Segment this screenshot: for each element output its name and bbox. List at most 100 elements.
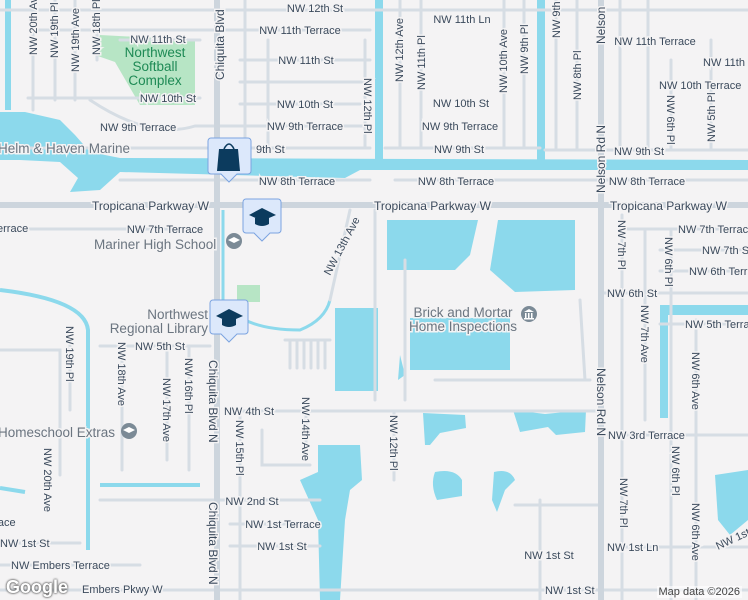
street-label: NW 5th Pl (706, 92, 718, 142)
library-marker[interactable] (209, 299, 249, 343)
school-icon[interactable] (226, 233, 242, 249)
google-logo[interactable]: Google (6, 577, 68, 597)
street-label: NW 11th Terrace (259, 25, 341, 37)
street-label: NW 20th Ave (41, 448, 53, 512)
street-label: NW 1st St (257, 541, 307, 553)
graduation-cap-icon (249, 208, 276, 226)
street-label: Chiquita Blvd N (206, 502, 220, 585)
street-label: NW 10th St (140, 93, 196, 105)
street-label: NW 8th Pl (572, 50, 584, 100)
street-label: NW 19th Ave (70, 8, 82, 72)
street-label: Chiquita Blvd (213, 9, 227, 80)
street-label: NW 10th St (433, 98, 489, 110)
poi-helm-haven-marine: Helm & Haven Marine (0, 141, 130, 156)
street-label: 9th St (256, 144, 285, 156)
field (237, 285, 260, 302)
bank-icon[interactable] (521, 306, 537, 322)
street-label: NW 12th St (287, 3, 343, 15)
street-label: NW 1st St (545, 585, 595, 597)
school-icon[interactable] (121, 423, 137, 439)
map-attribution[interactable]: Map data ©2026 (656, 586, 742, 598)
street-label: NW 11th St (278, 55, 333, 67)
street-label: NW 13th Ave (322, 215, 363, 277)
street-label: NW 20th Ave (28, 0, 40, 55)
street-label: NW 9th (551, 1, 563, 38)
street-label: Nelson Rd N (594, 125, 608, 193)
street-label: NW 14th Ave (299, 397, 311, 461)
street-label: Chiquita Blvd N (206, 360, 220, 443)
street-label: NW 11th Pl (416, 35, 428, 90)
street-label: NW 1st Ln (607, 542, 658, 554)
street-label: NW 16th Pl (182, 358, 194, 414)
street-label: NW 8th Terrace (609, 176, 685, 188)
street-label: Tropicana Parkway W (92, 199, 210, 213)
street-label: NW 17th Ave (160, 378, 172, 442)
street-label: Tropicana Parkway W (610, 199, 728, 213)
street-label: NW 10th St (277, 99, 333, 111)
street-label: NW 5th St (135, 341, 185, 353)
shopping-marker[interactable] (207, 137, 252, 183)
street-label: NW 6th Terrace (689, 266, 748, 278)
street-label: NW 9th Terrace (422, 121, 498, 133)
street-label: NW 2nd St (225, 496, 278, 508)
street-label: NW 7th Pl (615, 220, 627, 270)
street-label: NW 18th Pl (91, 0, 103, 55)
street-label: NW 15th Pl (233, 420, 245, 476)
street-label: NW 12th Pl (361, 78, 373, 134)
street-label: NW 1st St (0, 538, 50, 550)
street-label: NW 10th Ave (498, 29, 510, 93)
street-label: NW 6th Ave (689, 503, 701, 561)
street-label: NW 11th St (130, 34, 185, 46)
poi-homeschool-extras: Homeschool Extras (0, 425, 115, 440)
street-label: NW 7th Ave (638, 305, 650, 363)
street-label: NW 6th Pl (664, 95, 676, 145)
street-label: NW 6th Ave (689, 352, 701, 410)
graduation-cap-icon (216, 309, 243, 327)
street-label: NW 19th Pl (49, 2, 61, 58)
street-label: NW 8th Terrace (259, 176, 335, 188)
street-label: NW 11th Terrace (614, 36, 696, 48)
street-label: NW 9th St (434, 144, 484, 156)
street-label: NW 1st St (524, 550, 574, 562)
street-label: NW 8th Terrace (418, 176, 494, 188)
street-label: NW 7th Terrace (0, 223, 28, 235)
school-marker[interactable] (242, 198, 282, 242)
street-label: NW 11th St (703, 57, 748, 69)
street-label: NW 7th Terrace (678, 224, 748, 236)
street-label: NW 12th Ave (394, 18, 406, 82)
street-label: NW 1st Terrace (0, 517, 16, 529)
street-label: Nelson Rd N (594, 368, 608, 436)
street-label: NW 3rd Terrace (608, 430, 685, 442)
street-label: NW 9th St (614, 146, 664, 158)
shopping-bag-icon (217, 143, 240, 171)
street-label: NW 7th St (702, 245, 748, 257)
street-label: NW 6th Pl (669, 446, 681, 496)
street-label: NW 12th Pl (387, 415, 399, 471)
street-label: NW 6th Pl (662, 237, 674, 287)
street-label: NW 7th Terrace (127, 224, 203, 236)
street-label: NW 7th Pl (617, 478, 629, 528)
street-label: Embers Pkwy W (82, 584, 163, 596)
street-label: NW 1st Terrace (245, 519, 321, 531)
street-label: NW 10th Terrace (659, 80, 741, 92)
street-label: NW 19th Pl (63, 326, 75, 382)
street-label: NW 5th Terrace (685, 319, 748, 331)
northwest-softball-complex-park[interactable] (95, 35, 195, 105)
street-label: NW 6th St (607, 288, 657, 300)
street-label: NW 9th Pl (519, 24, 531, 74)
street-label: NW 11th Ln (433, 14, 490, 26)
street-label: NW 9th Terrace (100, 122, 176, 134)
street-label: NW 4th St (224, 406, 274, 418)
street-label: Tropicana Parkway W (374, 199, 492, 213)
street-label: NW 18th Ave (115, 342, 127, 406)
street-label: Nelson (594, 7, 608, 44)
street-label: NW 9th Terrace (267, 121, 343, 133)
street-label: NW Embers Terrace (11, 560, 110, 572)
poi-mariner-high-school: Mariner High School (94, 237, 216, 252)
